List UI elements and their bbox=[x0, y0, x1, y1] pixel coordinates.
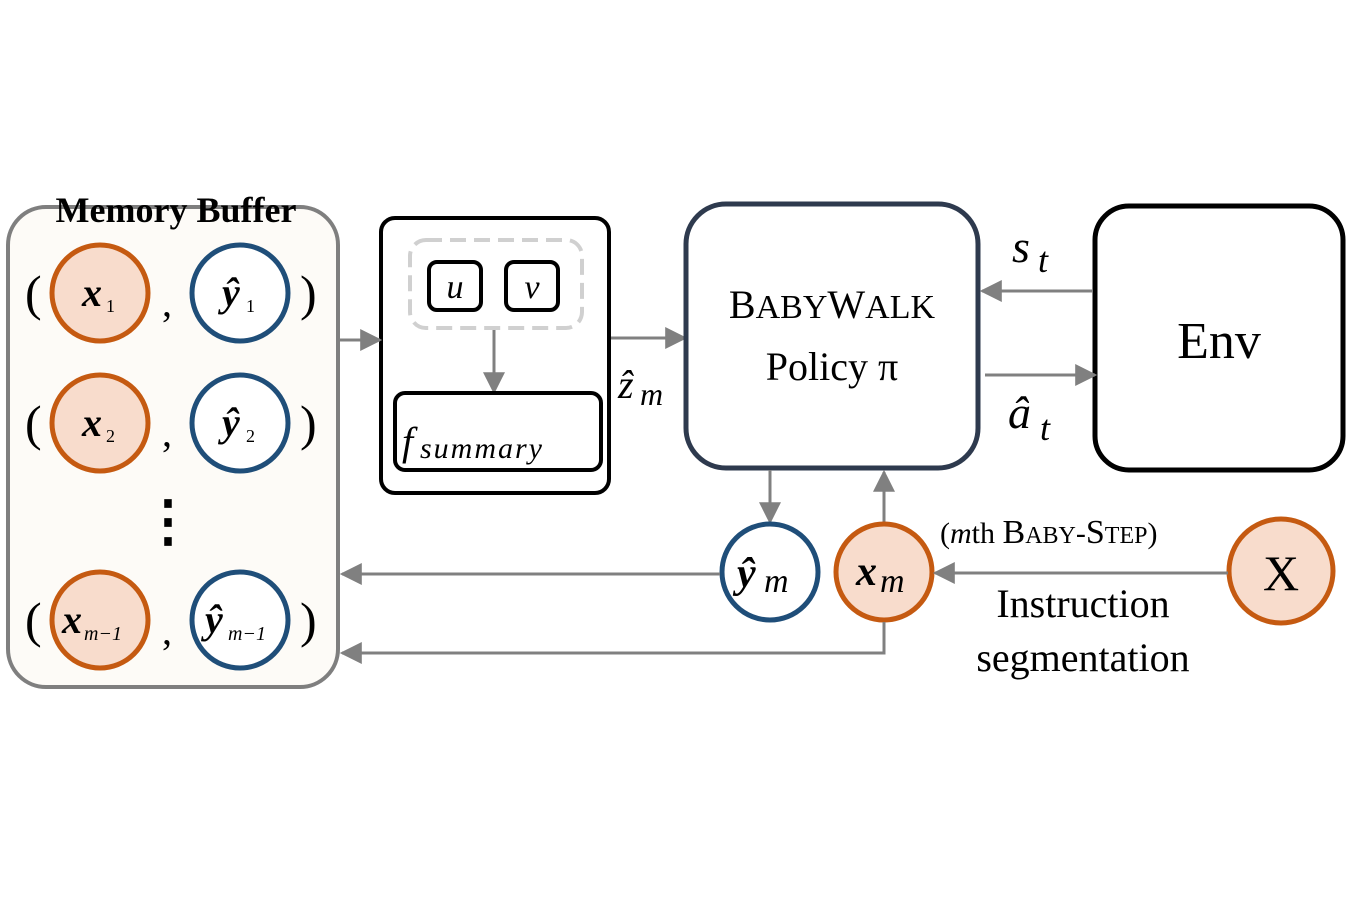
instruction-x-label: X bbox=[1263, 545, 1299, 601]
memory-buffer-title: Memory Buffer bbox=[56, 190, 297, 230]
y1-node bbox=[189, 242, 291, 344]
ym1-node bbox=[189, 569, 291, 671]
ym1-label: ŷ bbox=[201, 597, 223, 642]
y1-label: ŷ bbox=[218, 270, 240, 315]
comma: , bbox=[162, 280, 172, 325]
s-sub: t bbox=[1038, 240, 1049, 280]
u-box bbox=[427, 260, 483, 312]
vertical-ellipsis: ⋮ bbox=[140, 491, 196, 553]
ym-sub: m bbox=[764, 563, 789, 600]
instruction-segmentation-line2: segmentation bbox=[976, 635, 1189, 680]
memory-row-1: ( x 1 , ŷ 1 ) bbox=[25, 242, 317, 344]
xm1-node bbox=[49, 569, 151, 671]
policy-name: BABYWALK bbox=[729, 282, 936, 327]
close-paren: ) bbox=[300, 265, 317, 321]
memory-row-m-1: ( x m−1 , ŷ m−1 ) bbox=[25, 569, 317, 671]
x2-label: x bbox=[81, 400, 102, 445]
baby-step-label: (mth BABY-STEP) bbox=[940, 514, 1157, 551]
y2-node bbox=[189, 372, 291, 474]
xm-node bbox=[833, 521, 935, 623]
ym-node bbox=[719, 521, 821, 623]
uv-dashed-group bbox=[408, 238, 584, 330]
comma: , bbox=[162, 410, 172, 455]
open-paren: ( bbox=[25, 265, 42, 321]
a-sub: t bbox=[1040, 408, 1051, 448]
xm1-label: x bbox=[61, 597, 82, 642]
close-paren: ) bbox=[300, 592, 317, 648]
v-box bbox=[504, 260, 560, 312]
f-summary-box bbox=[393, 391, 603, 472]
xm-sub: m bbox=[880, 563, 905, 600]
x1-label: x bbox=[81, 270, 102, 315]
memory-row-2: ( x 2 , ŷ 2 ) bbox=[25, 372, 317, 474]
comma: , bbox=[162, 608, 172, 653]
xm1-subscript: m−1 bbox=[84, 623, 122, 645]
instruction-segmentation-line1: Instruction bbox=[996, 581, 1169, 626]
env-box bbox=[1092, 203, 1346, 473]
y2-subscript: 2 bbox=[246, 426, 255, 446]
policy-box bbox=[683, 201, 981, 471]
x1-node bbox=[49, 242, 151, 344]
xm-to-memory-arrow bbox=[339, 622, 886, 664]
x2-subscript: 2 bbox=[106, 426, 115, 446]
instruction-x-node bbox=[1226, 516, 1336, 626]
y1-subscript: 1 bbox=[246, 296, 255, 316]
x2-node bbox=[49, 372, 151, 474]
a-label: â bbox=[1008, 387, 1031, 438]
ym1-subscript: m−1 bbox=[228, 623, 266, 645]
xm-label: x bbox=[855, 549, 877, 595]
env-label: Env bbox=[1177, 313, 1261, 370]
z-hat-sub: m bbox=[640, 376, 663, 412]
open-paren: ( bbox=[25, 395, 42, 451]
f-summary-sub: summary bbox=[420, 432, 544, 465]
open-paren: ( bbox=[25, 592, 42, 648]
s-label: s bbox=[1012, 221, 1030, 272]
x1-subscript: 1 bbox=[106, 296, 115, 316]
policy-label: Policy π bbox=[766, 344, 898, 389]
close-paren: ) bbox=[300, 395, 317, 451]
v-label: v bbox=[524, 269, 540, 306]
y2-label: ŷ bbox=[218, 400, 240, 445]
z-hat-label: ẑ bbox=[617, 362, 634, 407]
u-label: u bbox=[447, 269, 464, 306]
